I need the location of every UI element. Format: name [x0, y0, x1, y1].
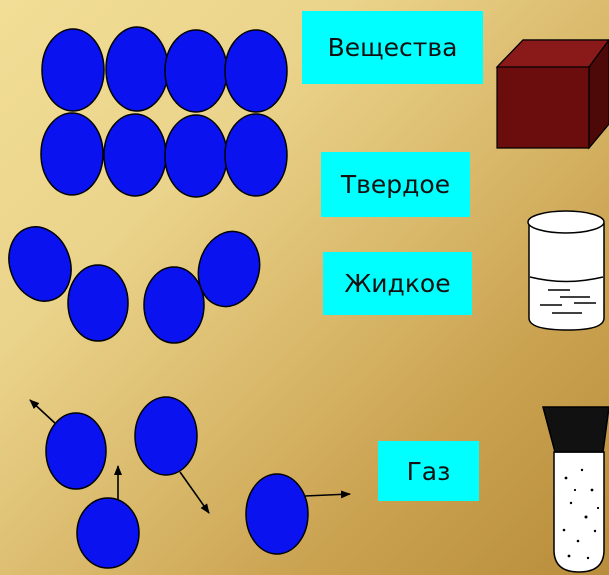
particle: [134, 396, 198, 476]
particle: [164, 114, 228, 198]
solid-cube-icon: [495, 38, 609, 150]
particle: [8, 226, 72, 302]
particle: [164, 29, 228, 113]
liquid-particles: [8, 226, 261, 344]
particle: [45, 412, 107, 490]
particle: [76, 497, 140, 569]
label-liquid: Жидкое: [323, 252, 472, 315]
label-gas: Газ: [378, 441, 479, 501]
label-solid: Твердое: [321, 152, 470, 217]
particle: [103, 113, 167, 197]
motion-arrow: [29, 399, 58, 426]
motion-arrow: [304, 490, 351, 499]
particle: [41, 28, 105, 112]
label-substances: Вещества: [302, 11, 483, 84]
particle: [143, 266, 205, 344]
particle: [224, 29, 288, 113]
gas-arrows: [29, 399, 351, 514]
liquid-beaker-icon: [527, 210, 605, 331]
gas-test-tube-icon: [542, 406, 609, 573]
particle: [40, 112, 104, 196]
particle: [197, 230, 261, 308]
particle: [224, 113, 288, 197]
gas-particles: [45, 396, 309, 569]
solid-particles: [40, 26, 288, 198]
particle: [245, 473, 309, 555]
particle: [67, 264, 129, 342]
particle: [105, 26, 169, 112]
motion-arrow: [179, 471, 210, 514]
